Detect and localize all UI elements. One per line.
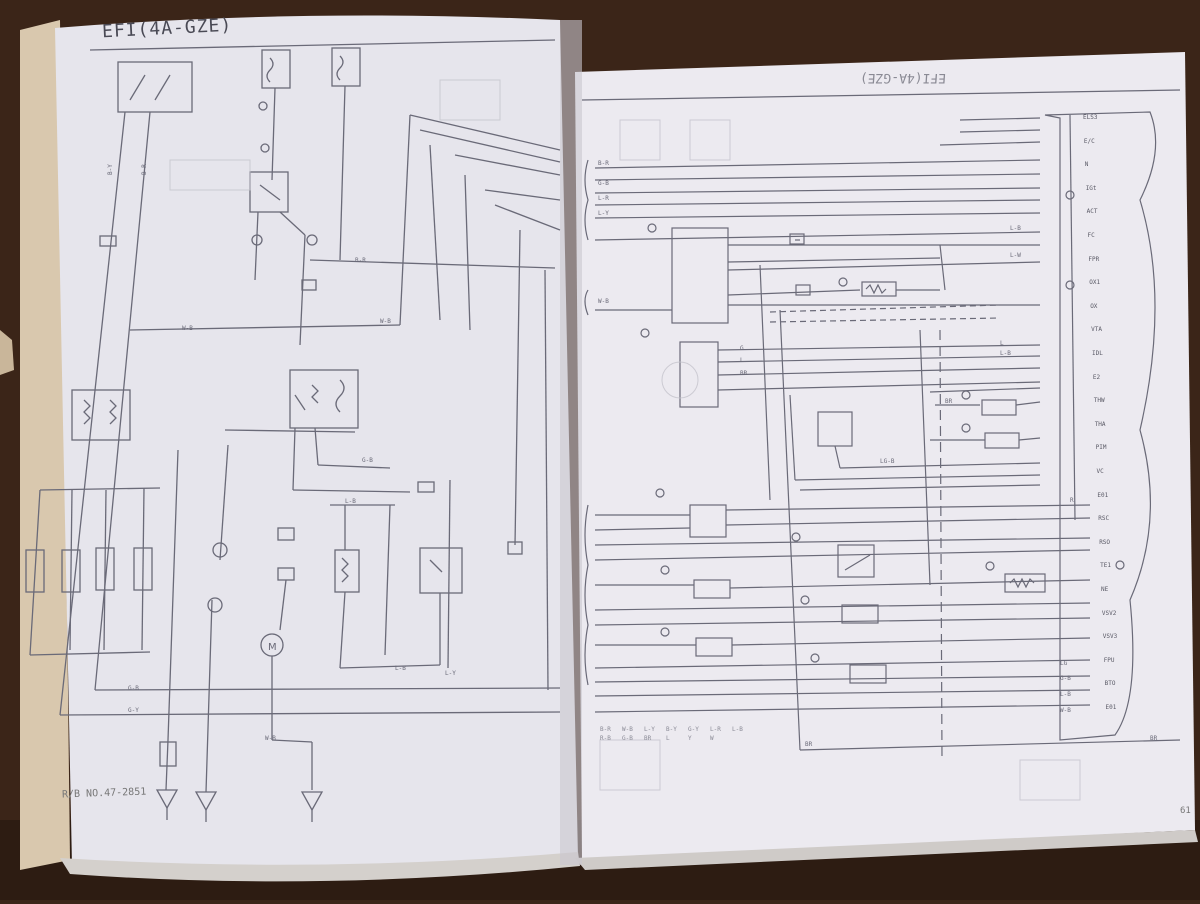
wire-code: BR [644, 735, 652, 742]
ecu-terminal-label: E/C [1083, 137, 1095, 145]
svg-text:G-B: G-B [598, 180, 609, 187]
ecu-terminal-label: FPR [1088, 255, 1100, 263]
ecu-terminal-label: ACT [1086, 208, 1098, 216]
svg-text:L-B: L-B [1010, 225, 1021, 232]
ecu-terminal-label: BTO [1104, 680, 1116, 688]
right-page-title: EFI(4A-GZE) [859, 70, 947, 85]
ecu-terminal-label: RSC [1098, 515, 1110, 523]
book-cover-edge [20, 20, 70, 870]
ecu-terminal-label: IGt [1085, 184, 1097, 192]
svg-text:W-B: W-B [380, 318, 391, 325]
right-page [575, 52, 1195, 860]
svg-text:L-B: L-B [1060, 691, 1071, 698]
svg-text:G-B: G-B [1060, 675, 1071, 682]
svg-text:LG-B: LG-B [880, 458, 895, 465]
wire-code: L-R [710, 726, 721, 733]
right-diagram [581, 89, 1181, 761]
wire-code: W-B [622, 726, 633, 733]
ecu-terminal-label: ELS3 [1083, 114, 1098, 121]
svg-text:G-Y: G-Y [128, 707, 139, 714]
svg-text:L: L [1000, 340, 1004, 347]
ecu-terminal-label: IDL [1092, 350, 1103, 357]
svg-text:L-B: L-B [345, 498, 356, 505]
ecu-terminal-label: VSV2 [1101, 609, 1117, 617]
ecu-terminal-label: FPU [1103, 656, 1115, 664]
svg-text:W-B: W-B [598, 298, 609, 305]
svg-text:L: L [740, 357, 744, 364]
svg-text:W-B: W-B [265, 735, 276, 742]
wire-code: G-B [622, 735, 633, 742]
wire-code: B-R [600, 726, 611, 733]
svg-text:B-R: B-R [141, 164, 148, 175]
ecu-terminal-label: OX1 [1089, 279, 1101, 287]
ecu-terminal-label: E2 [1092, 373, 1101, 381]
ecu-terminal-label: VSV3 [1102, 633, 1118, 641]
wire-code: Y [688, 735, 692, 742]
svg-text:L-B: L-B [1000, 350, 1011, 357]
right-page-number: 61 [1180, 806, 1191, 816]
svg-text:R: R [1070, 497, 1074, 504]
ecu-terminal-label: OX [1090, 302, 1098, 310]
svg-text:L-B: L-B [395, 665, 406, 672]
wire-code: W [710, 735, 714, 742]
svg-text:BR: BR [805, 741, 813, 748]
svg-text:B-R: B-R [355, 257, 366, 264]
ecu-terminal-label: THA [1094, 420, 1106, 428]
wire-code: B-Y [666, 726, 677, 733]
svg-text:BR: BR [740, 370, 748, 377]
svg-text:L-W: L-W [1010, 252, 1021, 259]
ecu-terminal-label: PIM [1095, 444, 1107, 452]
ecu-terminal-label: VTA [1091, 326, 1102, 334]
wire-code: L [666, 735, 670, 742]
wire-code: L-Y [644, 726, 655, 733]
svg-text:B-R: B-R [598, 160, 609, 167]
svg-text:L-Y: L-Y [445, 670, 456, 677]
wire-code: L-B [732, 726, 743, 733]
ecu-terminal-label: FC [1087, 232, 1095, 239]
svg-text:B-Y: B-Y [107, 164, 114, 175]
svg-text:L-R: L-R [598, 195, 609, 202]
svg-text:BR: BR [945, 398, 953, 405]
svg-text:LG: LG [1060, 660, 1068, 667]
ecu-terminal-label: RSO [1099, 538, 1111, 546]
wire-code: R-B [600, 735, 611, 742]
svg-text:G-B: G-B [128, 685, 139, 692]
ecu-terminal-label: THW [1093, 397, 1105, 405]
ecu-terminal-label: N [1084, 161, 1089, 169]
svg-text:G-B: G-B [362, 457, 373, 464]
ecu-terminal-label: TE1 [1100, 562, 1111, 570]
wire-code: G-Y [688, 726, 699, 733]
svg-text:G: G [740, 345, 744, 352]
ecu-terminal-label: E01 [1105, 704, 1117, 711]
svg-text:W-B: W-B [182, 325, 193, 332]
ecu-terminal-label: NE [1101, 586, 1109, 593]
left-diagram: M [25, 39, 561, 822]
ecu-terminal-label: VC [1096, 468, 1104, 475]
ecu-terminal-label: E01 [1097, 491, 1109, 499]
svg-text:L-Y: L-Y [598, 210, 609, 217]
svg-text:BR: BR [1150, 735, 1158, 742]
svg-text:W-B: W-B [1060, 707, 1071, 714]
svg-text:M: M [268, 642, 277, 653]
